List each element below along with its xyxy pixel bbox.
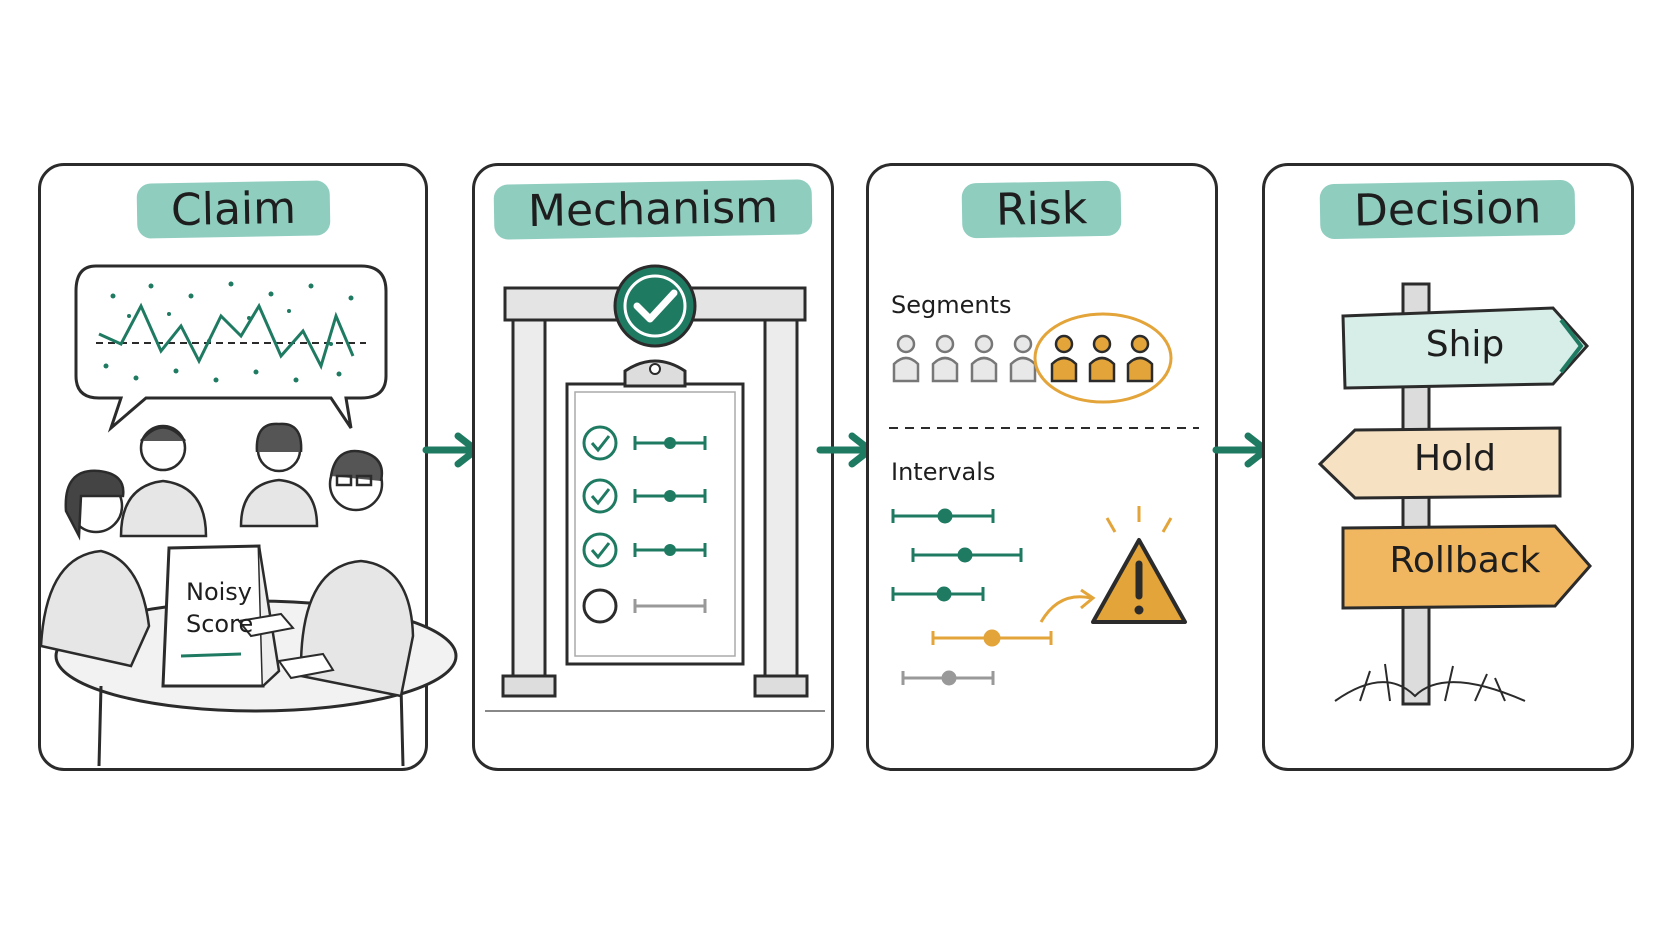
sign-label-ship: Ship [1425,324,1505,365]
panel-claim: Claim [38,163,458,771]
segment-highlight-circle [1033,312,1173,404]
sign-ship [1341,306,1590,390]
panel-risk: Risk Segments Intervals [866,163,1218,771]
card-text-score: Score [186,610,254,638]
check-badge-icon [613,264,697,348]
risk-illustration [889,312,1199,686]
interval-rows [891,508,1053,686]
gate-left-post [511,318,547,687]
card-text-noisy: Noisy [186,578,253,606]
checklist-item-3 [582,532,707,568]
noisy-line [98,302,355,370]
people-group [39,422,415,698]
segment-people-highlighted [1050,334,1154,383]
sign-label-hold: Hold [1414,438,1496,479]
checklist-item-2 [582,478,707,514]
warning-pointer [1039,595,1092,623]
mechanism-illustration [485,264,825,712]
intervals-label: Intervals [891,458,996,486]
claim-illustration [39,264,458,767]
segment-people-gray [892,334,1037,383]
decision-illustration [1317,282,1592,706]
segments-label: Segments [891,291,1012,319]
noise-dots [103,281,354,383]
panel-mechanism: Mechanism [472,163,834,771]
checklist-item-1 [582,425,707,461]
sign-rollback [1341,524,1592,610]
checklist-item-4 [582,588,707,624]
sign-label-rollback: Rollback [1389,540,1541,581]
warning-icon [1091,506,1187,624]
checklist-clipboard [565,382,745,666]
panel-decision: Decision Ship Hold Rollback [1262,163,1634,771]
sign-hold [1317,426,1562,500]
gate-right-post [763,318,799,687]
speech-bubble [74,264,388,433]
